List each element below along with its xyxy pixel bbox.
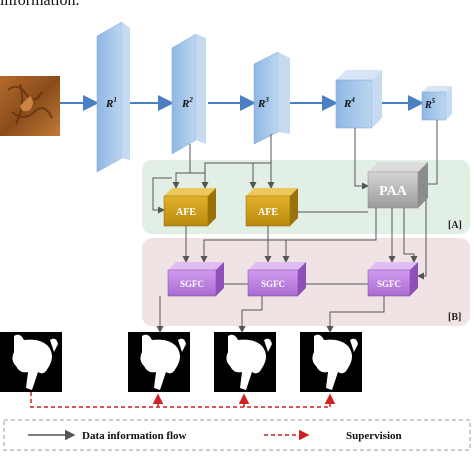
afe-label-2: AFE — [258, 207, 278, 218]
region-b-label: [B] — [448, 312, 461, 323]
sgfc-module-3: SGFC — [367, 262, 418, 297]
supervision-lines — [30, 392, 336, 408]
paa-label: PAA — [379, 184, 408, 199]
stage-r3: R3 — [253, 51, 290, 145]
afe-module-1: AFE — [163, 188, 216, 227]
sgfc-label-3: SGFC — [377, 279, 401, 289]
sgfc-label-1: SGFC — [180, 279, 204, 289]
legend: Data information flow Supervision — [3, 419, 471, 451]
input-image — [0, 76, 60, 136]
stage-r1: R1 — [96, 21, 130, 173]
svg-text:R2: R2 — [181, 96, 193, 110]
svg-text:R5: R5 — [424, 97, 436, 111]
mask-output-2 — [214, 332, 276, 392]
stage-r5: R5 — [421, 86, 452, 121]
mask-output-1 — [128, 332, 190, 392]
mask-ground-truth — [0, 332, 62, 392]
legend-flow-label: Data information flow — [82, 430, 187, 442]
svg-text:R4: R4 — [343, 96, 355, 110]
region-a-label: [A] — [448, 220, 462, 231]
mask-output-3 — [300, 332, 362, 392]
sgfc-label-2: SGFC — [261, 279, 285, 289]
paa-module: PAA — [367, 162, 428, 209]
afe-module-2: AFE — [245, 188, 298, 227]
stage-r4: R4 — [335, 70, 382, 129]
afe-label-1: AFE — [176, 207, 196, 218]
legend-supervision-label: Supervision — [346, 430, 402, 442]
svg-text:R3: R3 — [257, 96, 269, 110]
sgfc-module-2: SGFC — [247, 262, 306, 297]
top-text: information. — [0, 0, 80, 9]
stage-r2: R2 — [171, 33, 206, 155]
sgfc-module-1: SGFC — [167, 262, 224, 297]
svg-text:R1: R1 — [105, 96, 117, 110]
